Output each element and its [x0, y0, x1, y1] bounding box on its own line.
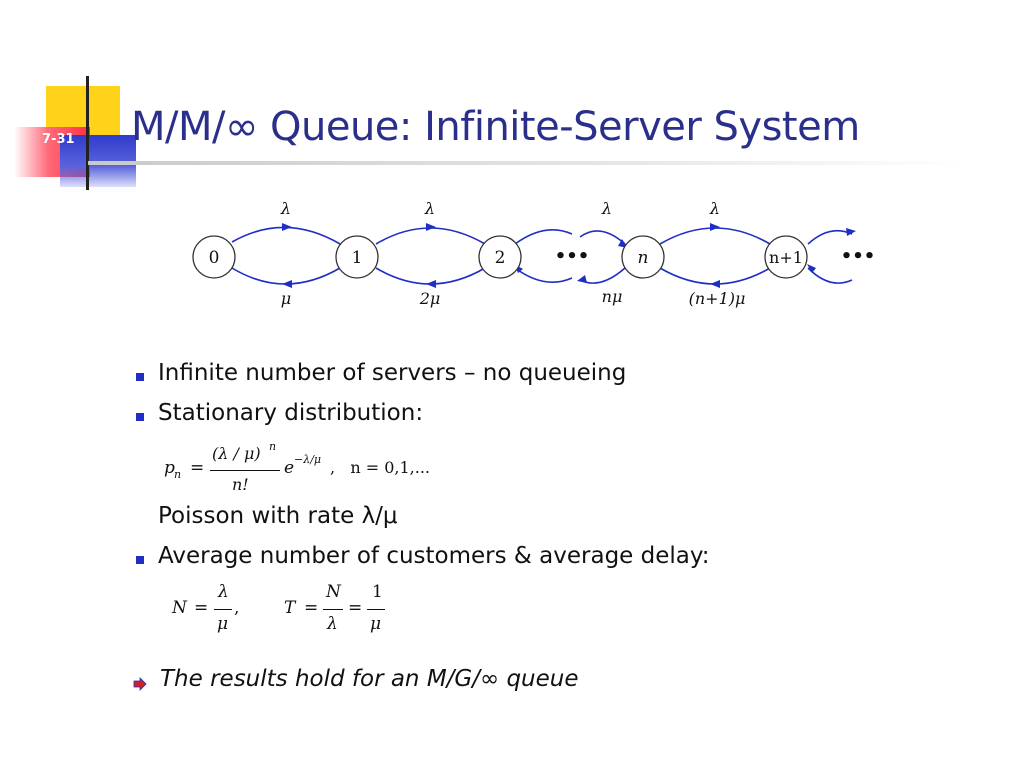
formula-pn-subscript: n [174, 468, 182, 481]
svg-text:n: n [638, 248, 649, 268]
formula-N-lhs: N [172, 598, 187, 618]
arrival-rate-label-0: λ [280, 199, 291, 218]
service-arc-1-0 [231, 267, 341, 285]
formula-N-fraction-bar [214, 609, 232, 610]
formula-T-denominator-1: λ [327, 614, 338, 634]
state-node-2: 2 [478, 235, 522, 279]
state-transition-diagram: 0 1 2 n n+1 ••• ••• λ λ λ λ μ 2μ nμ (n+1… [192, 199, 876, 308]
formula-equals-1: = [190, 458, 205, 478]
arrival-arc-2-dots [514, 228, 573, 245]
formula-T-numerator-2: 1 [372, 582, 383, 602]
formula-equals-N: = [194, 598, 209, 618]
formula-T-fraction-bar-2 [367, 609, 385, 610]
service-arc-n-dots [579, 267, 626, 284]
service-arc-2-1 [375, 267, 486, 285]
arrival-rate-label-1: λ [424, 199, 435, 218]
bullet-text-3: Average number of customers & average de… [158, 543, 710, 569]
formula-stationary-distribution: p n = (λ / μ) n n! e −λ/μ , n = 0,1,... [160, 440, 480, 500]
bullet-square-1 [136, 373, 144, 381]
formula-N-numerator: λ [218, 582, 229, 602]
svg-text:n+1: n+1 [769, 248, 803, 267]
arrival-arc-n-n1 [659, 227, 771, 245]
bullet-text-2: Stationary distribution: [158, 400, 424, 426]
service-rate-label-2: nμ [602, 287, 623, 306]
arrival-arc-dots-n [579, 230, 626, 245]
svg-text:2: 2 [495, 248, 506, 268]
ellipsis-end: ••• [841, 246, 876, 267]
arrival-arc-n1-dots [807, 229, 853, 245]
service-rate-label-0: μ [281, 289, 291, 308]
arrival-arc-1-2 [375, 227, 486, 245]
decor-vertical-line [86, 76, 89, 190]
formula-exp-power: −λ/μ [294, 453, 322, 466]
formula-comma: , [234, 598, 240, 618]
state-node-0: 0 [192, 235, 236, 279]
formula-n-range: , n = 0,1,... [330, 458, 431, 477]
arrival-rate-label-2: λ [601, 199, 612, 218]
formula-exp-base: e [284, 458, 295, 478]
title-underline [88, 161, 968, 165]
service-arc-dots-n1 [807, 267, 853, 284]
arrow-bullet-icon [133, 677, 147, 691]
bullet-square-2 [136, 413, 144, 421]
page-title: M/M/∞ Queue: Infinite-Server System [131, 104, 860, 150]
formula-numerator: (λ / μ) [212, 444, 261, 463]
formula-T-lhs: T [284, 598, 296, 618]
service-rate-label-3: (n+1)μ [689, 289, 746, 308]
formula-equals-T1: = [304, 598, 319, 618]
formula-T-numerator-1: N [326, 582, 341, 602]
formula-average-number-and-delay: N = λ μ , T = N λ = 1 μ [170, 582, 410, 644]
arrival-rate-label-3: λ [709, 199, 720, 218]
svg-text:0: 0 [209, 248, 220, 268]
formula-equals-T2: = [348, 598, 363, 618]
formula-denominator: n! [232, 475, 249, 494]
service-arc-dots-2 [514, 267, 573, 284]
formula-N-denominator: μ [217, 614, 229, 634]
bullet-text-1: Infinite number of servers – no queueing [158, 360, 627, 386]
state-node-n: n [621, 235, 665, 279]
state-node-1: 1 [335, 235, 379, 279]
arrival-arc-0-1 [231, 226, 341, 245]
svg-text:1: 1 [352, 248, 363, 268]
formula-fraction-bar [210, 470, 280, 471]
formula-T-denominator-2: μ [370, 614, 382, 634]
ellipsis-middle: ••• [555, 246, 590, 267]
formula-pn-symbol: p [164, 458, 175, 478]
state-node-n-plus-1: n+1 [764, 235, 808, 279]
bullet-text-mg-infinity: The results hold for an M/G/∞ queue [160, 666, 579, 692]
service-arc-n1-n [659, 267, 771, 285]
bullet-square-3 [136, 556, 144, 564]
poisson-rate-text: Poisson with rate λ/μ [158, 503, 398, 529]
formula-T-fraction-bar-1 [323, 609, 343, 610]
service-rate-label-1: 2μ [419, 289, 441, 308]
slide-number: 7-31 [42, 132, 75, 147]
formula-numerator-power: n [269, 440, 277, 453]
